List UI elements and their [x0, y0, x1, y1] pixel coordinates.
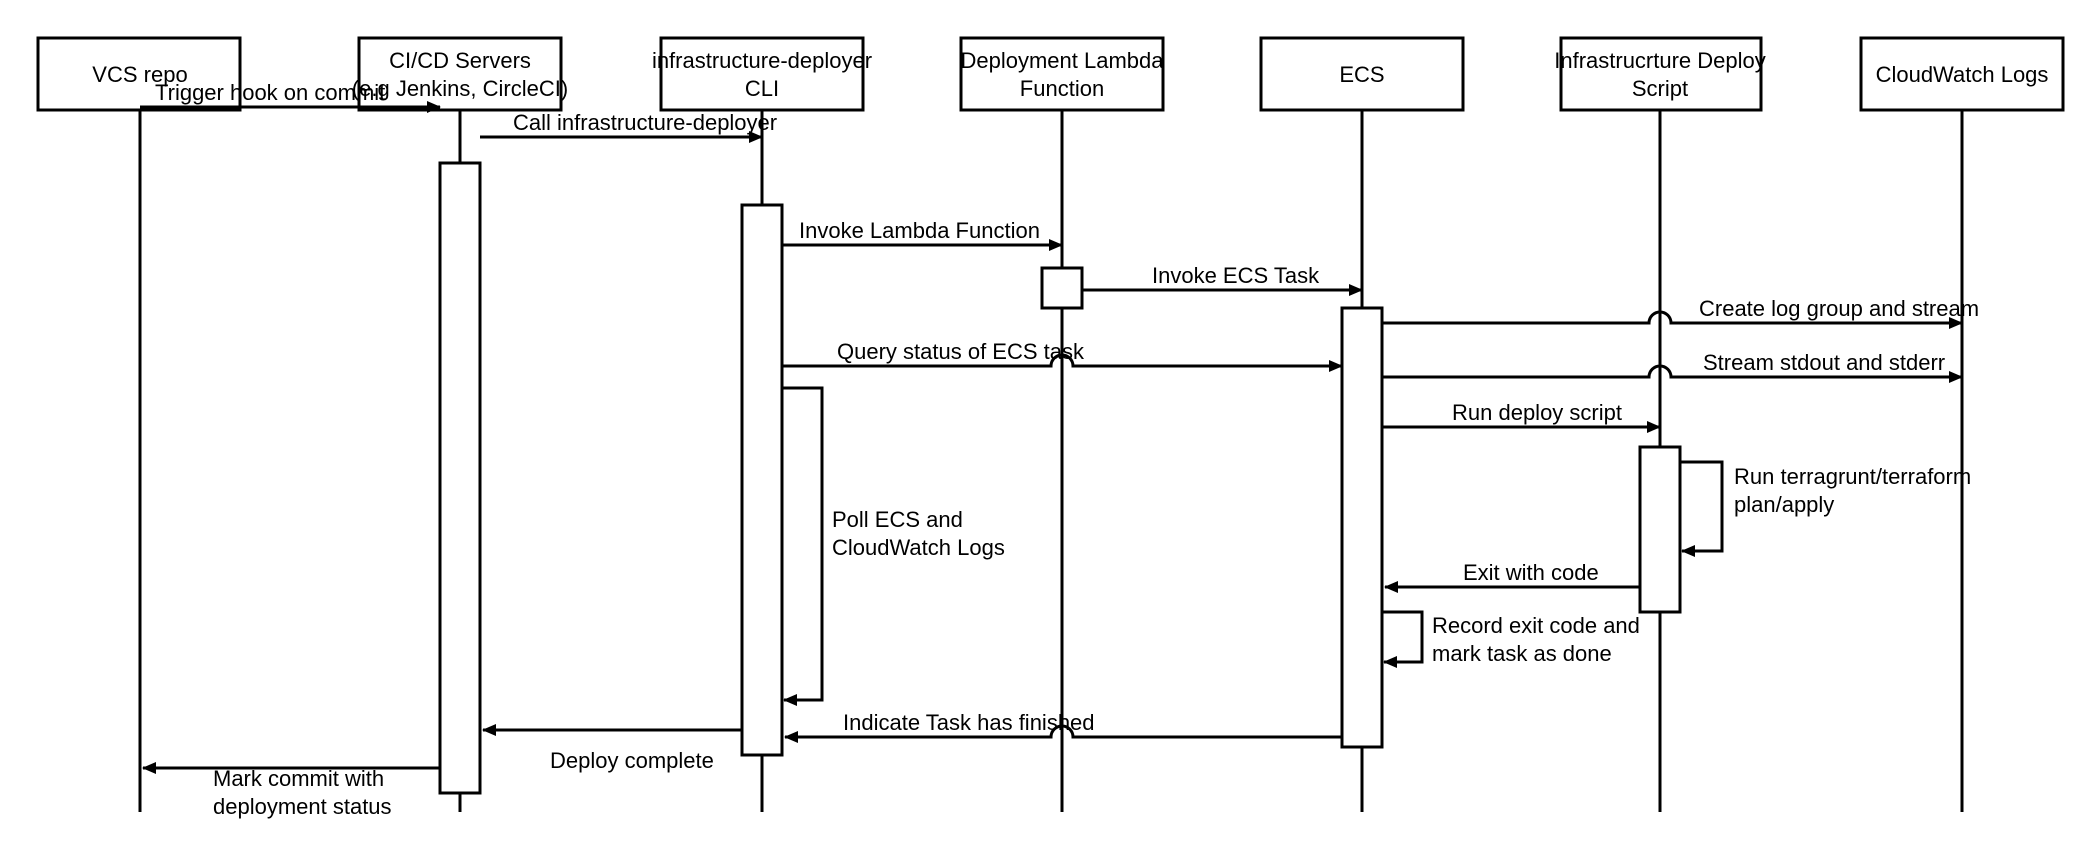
message-label-stream-stdout-and-stderr: Stream stdout and stderr [1703, 350, 1945, 375]
activation-bar-ecs [1340, 306, 1384, 749]
message-label-trigger-hook-on-commit: Trigger hook on commit [155, 80, 385, 105]
activation-bar-lambda [1040, 266, 1084, 310]
message-run-deploy-script[interactable]: Run deploy script [1382, 400, 1661, 433]
message-deploy-complete[interactable]: Deploy complete [482, 724, 742, 773]
participant-ecs[interactable]: ECS [1259, 36, 1465, 112]
message-arrow-stream-stdout-and-stderr [1382, 364, 1963, 383]
participant-box-lambda [959, 36, 1165, 112]
self-message-ecs[interactable]: Record exit code and mark task as done [1382, 610, 1640, 668]
message-exit-with-code[interactable]: Exit with code [1384, 560, 1640, 593]
activation-bar-cicd [438, 161, 482, 795]
self-message-label-ecs: Record exit code and [1432, 613, 1640, 638]
participant-label-lambda: Deployment Lambda [960, 48, 1164, 73]
message-label-mark-commit-with-deployment-status: Mark commit with deployment status [213, 766, 392, 819]
message-invoke-lambda-function[interactable]: Invoke Lambda Function [782, 218, 1063, 251]
participant-box-cli [659, 36, 865, 112]
participant-cwlogs[interactable]: CloudWatch Logs [1859, 36, 2065, 112]
self-message-arrow-deploy [1680, 460, 1724, 557]
self-message-label-deploy: plan/apply [1734, 492, 1834, 517]
message-label-exit-with-code: Exit with code [1463, 560, 1599, 585]
message-label-invoke-ecs-task: Invoke ECS Task [1152, 263, 1320, 288]
participant-box-ecs [1259, 36, 1465, 112]
participant-vcs[interactable]: VCS repo [36, 36, 242, 112]
message-label-invoke-lambda-function: Invoke Lambda Function [799, 218, 1040, 243]
message-label-deploy-complete: Deploy complete [550, 748, 714, 773]
message-call-infrastructure-deployer[interactable]: Call infrastructure-deployer [480, 110, 777, 143]
participant-box-cwlogs [1859, 36, 2065, 112]
participant-cicd[interactable]: CI/CD Servers (e.g Jenkins, CircleCI) [352, 36, 568, 112]
self-message-deploy[interactable]: Run terragrunt/terraform plan/apply [1680, 460, 1971, 557]
message-indicate-task-has-finished[interactable]: Indicate Task has finished [784, 710, 1342, 743]
participant-label-lambda: Function [1020, 76, 1104, 101]
extra-labels-layer: Mark commit with deployment status [213, 766, 392, 819]
message-label-line: deployment status [213, 794, 392, 819]
message-create-log-group-and-stream[interactable]: Create log group and stream [1382, 296, 1979, 329]
participant-label-ecs: ECS [1339, 62, 1384, 87]
message-invoke-ecs-task[interactable]: Invoke ECS Task [1082, 263, 1363, 296]
message-label-query-status-of-ecs-task: Query status of ECS task [837, 339, 1085, 364]
participant-label-cli: CLI [745, 76, 779, 101]
message-arrow-indicate-task-has-finished [784, 724, 1342, 743]
message-stream-stdout-and-stderr[interactable]: Stream stdout and stderr [1382, 350, 1963, 383]
self-message-label-ecs: mark task as done [1432, 641, 1612, 666]
activation-bar-deploy [1638, 445, 1682, 614]
participant-label-deploy: Script [1632, 76, 1688, 101]
participant-box-vcs [36, 36, 242, 112]
self-message-label-cli: Poll ECS and [832, 507, 963, 532]
message-label-run-deploy-script: Run deploy script [1452, 400, 1622, 425]
participant-boxes-layer: VCS repo CI/CD Servers (e.g Jenkins, Circl… [36, 36, 2065, 112]
self-message-arrow-cli [782, 386, 824, 706]
message-query-status-of-ecs-task[interactable]: Query status of ECS task [782, 339, 1343, 372]
message-label-create-log-group-and-stream: Create log group and stream [1699, 296, 1979, 321]
message-label-call-infrastructure-deployer: Call infrastructure-deployer [513, 110, 777, 135]
participant-label-deploy: Infrastrucrture Deploy [1554, 48, 1766, 73]
message-arrow-query-status-of-ecs-task [782, 353, 1343, 372]
participant-label-cicd: CI/CD Servers [389, 48, 531, 73]
self-message-label-deploy: Run terragrunt/terraform [1734, 464, 1971, 489]
message-label-indicate-task-has-finished: Indicate Task has finished [843, 710, 1095, 735]
participant-label-vcs: VCS repo [92, 62, 187, 87]
message-label-line: Mark commit with [213, 766, 384, 791]
participant-label-cwlogs: CloudWatch Logs [1876, 62, 2049, 87]
self-message-arrow-ecs [1382, 610, 1424, 668]
message-arrow-create-log-group-and-stream [1382, 310, 1963, 329]
message-trigger-hook-on-commit[interactable]: Trigger hook on commit [140, 80, 441, 113]
participant-box-deploy [1559, 36, 1763, 112]
activation-bars-layer [438, 161, 1682, 795]
self-message-label-cli: CloudWatch Logs [832, 535, 1005, 560]
participant-box-cicd [357, 36, 563, 112]
participant-label-cli: infrastructure-deployer [652, 48, 872, 73]
activation-bar-cli [740, 203, 784, 757]
participant-label-cicd: (e.g Jenkins, CircleCI) [352, 76, 568, 101]
